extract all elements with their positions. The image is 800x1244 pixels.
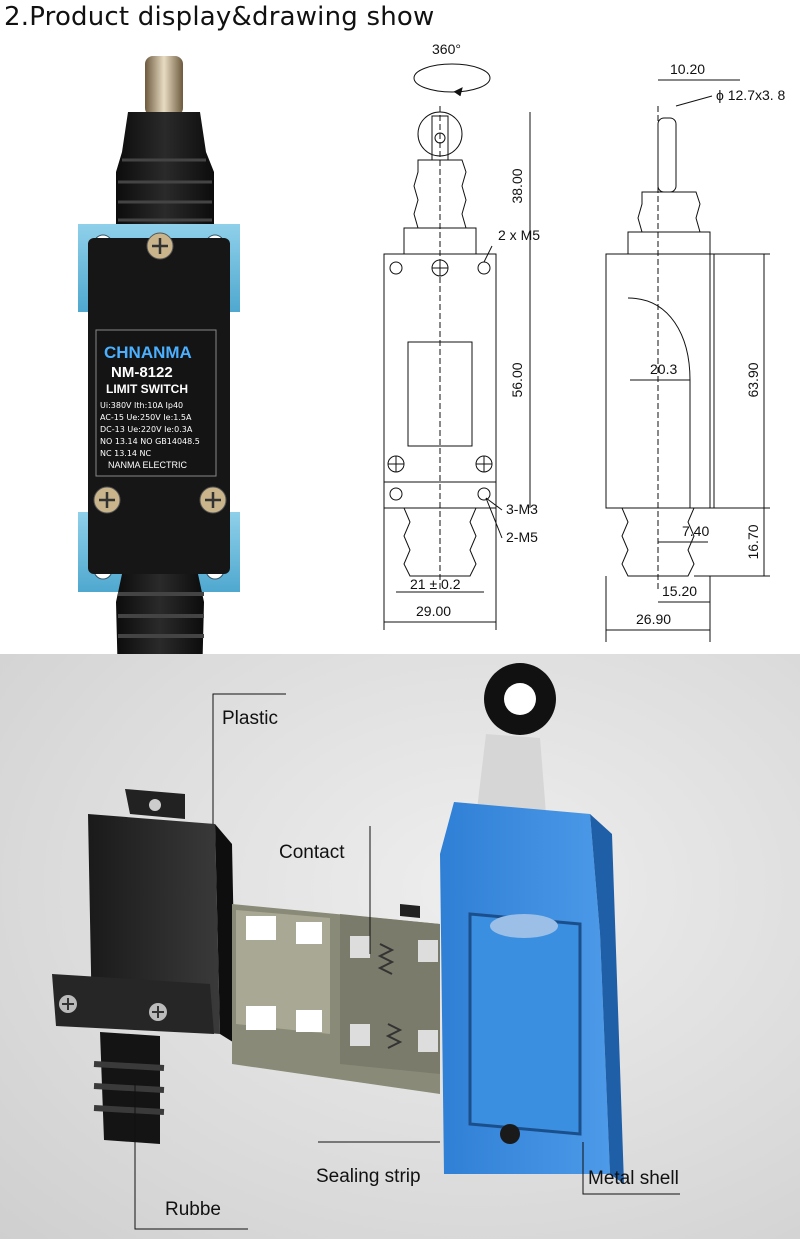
sealing-strip-callout: Sealing strip: [316, 1166, 421, 1187]
dim-holes-m3: 3-M3: [506, 501, 538, 517]
product-photo: CHNANMA NM-8122 LIMIT SWITCH Ui:380V Ith…: [0, 42, 358, 682]
front-view: 38.00 56.00 2 x M5 3-M3 2-M5 21 ± 0.2 29…: [383, 106, 540, 630]
type-label: LIMIT SWITCH: [106, 382, 188, 396]
dim-holes-m5: 2-M5: [506, 529, 538, 545]
page-title: 2.Product display&drawing show: [4, 2, 435, 32]
spec-line: AC-15 Ue:250V Ie:1.5A: [100, 413, 192, 422]
dim-side-body-height: 63.90: [745, 362, 761, 397]
model-label: NM-8122: [111, 364, 173, 381]
dim-roller-dia: ϕ 12.7x3. 8: [716, 87, 786, 103]
top-boot: [116, 112, 214, 232]
contact-block: [232, 904, 440, 1094]
dim-curve-radius: 20.3: [650, 361, 677, 377]
plastic-callout: Plastic: [222, 708, 278, 729]
spec-line: NO 13.14 NO GB14048.5: [100, 437, 200, 446]
dim-total-depth: 26.90: [636, 611, 671, 627]
exploded-view: Plastic Contact Rubbe Sealing strip Meta…: [0, 654, 800, 1239]
metal-shell: [440, 663, 624, 1184]
limit-switch-photo: CHNANMA NM-8122 LIMIT SWITCH Ui:380V Ith…: [78, 56, 240, 682]
brand-label: CHNANMA: [104, 343, 192, 362]
contact-callout: Contact: [279, 842, 345, 863]
screw-icon: [93, 232, 227, 514]
rotation-arrow-icon: [413, 63, 491, 93]
dim-boot-offset: 7.40: [682, 523, 709, 539]
callout-lines: [134, 693, 680, 1230]
exploded-illustration: Plastic Contact Rubbe Sealing strip Meta…: [52, 663, 680, 1230]
dim-roller-width: 10.20: [670, 61, 705, 77]
side-view: 10.20 ϕ 12.7x3. 8 20.3 63.90 16.70 7.40 …: [605, 61, 786, 642]
dim-body-width: 29.00: [416, 603, 451, 619]
dim-hole-spacing: 21 ± 0.2: [410, 576, 461, 592]
dim-boot-width: 15.20: [662, 583, 697, 599]
dim-mount-holes: 2 x M5: [498, 227, 540, 243]
spec-line: Ui:380V Ith:10A Ip40: [100, 401, 183, 410]
dim-actuator-height: 38.00: [509, 168, 525, 203]
dim-body-height: 56.00: [509, 362, 525, 397]
rotation-label: 360°: [432, 41, 461, 57]
spec-line: NC 13.14 NC: [100, 449, 152, 458]
maker-label: NANMA ELECTRIC: [108, 460, 188, 470]
plastic-cover: [52, 789, 236, 1144]
dimension-drawing: 360° 38.00 56.00 2 x M5: [383, 41, 786, 642]
technical-drawing: 360° 38.00 56.00 2 x M5: [360, 36, 800, 654]
dim-boot-height: 16.70: [745, 524, 761, 559]
spec-line: DC-13 Ue:220V Ie:0.3A: [100, 425, 193, 434]
rubber-callout: Rubbe: [165, 1199, 221, 1220]
metal-shell-callout: Metal shell: [588, 1168, 679, 1189]
roller: [145, 56, 183, 116]
